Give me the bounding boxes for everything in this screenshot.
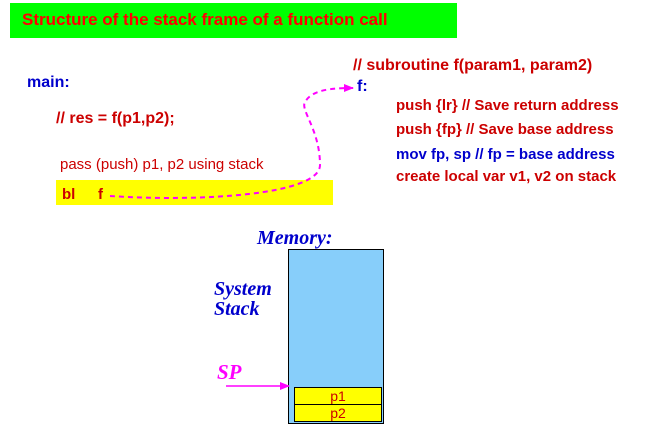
diagram-title: Structure of the stack frame of a functi… [22, 10, 388, 29]
sub-line-push-fp: push {fp} // Save base address [396, 121, 614, 138]
main-label: main: [27, 74, 70, 91]
bl-instruction: bl [62, 186, 76, 203]
sub-line-push-lr: push {lr} // Save return address [396, 97, 619, 114]
title-banner [10, 3, 457, 38]
f-label: f: [357, 78, 368, 95]
subroutine-comment: // subroutine f(param1, param2) [353, 57, 593, 74]
sub-line-local-vars: create local var v1, v2 on stack [396, 168, 617, 185]
stack-cell-p1: p1 [294, 387, 382, 405]
sp-label: SP [217, 360, 242, 384]
system-stack-label-line2: Stack [214, 298, 260, 320]
sub-line-mov-fp: mov fp, sp // fp = base address [396, 146, 615, 163]
pass-text: pass (push) p1, p2 using stack [60, 156, 264, 173]
call-arrow [109, 84, 354, 199]
system-stack-label-line1: System [214, 278, 272, 300]
stack-cell-p2: p2 [294, 404, 382, 422]
bl-instruction-highlight [56, 180, 333, 205]
bl-target: f [98, 186, 103, 203]
memory-label: Memory: [257, 227, 333, 249]
main-comment: // res = f(p1,p2); [56, 110, 175, 127]
